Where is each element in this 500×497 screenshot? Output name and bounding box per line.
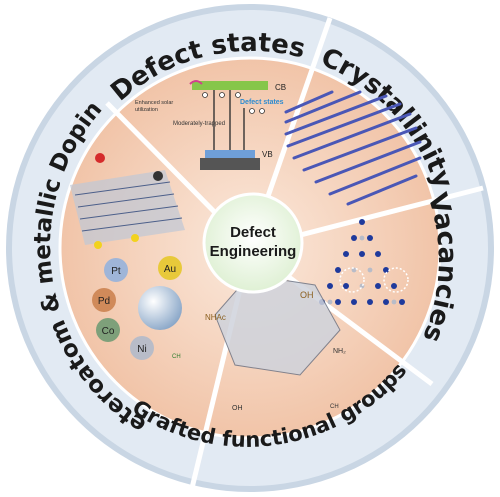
trapped-label: Moderately-trapped	[173, 121, 225, 127]
pt-label: Pt	[111, 266, 121, 277]
nanoparticle-cluster	[138, 286, 182, 330]
dopant-atom-dark	[153, 171, 163, 181]
cb-label: CB	[275, 83, 286, 92]
nh2-group: NH₂	[333, 348, 346, 355]
ni-label: Ni	[137, 344, 146, 355]
crystal-layers	[284, 90, 422, 206]
photon-arrow	[189, 80, 203, 85]
metal-atoms: Pt Au Pd Co Ni	[92, 256, 182, 360]
au-atom	[158, 256, 182, 280]
utilization-label: utilization	[135, 107, 158, 113]
vb-label: VB	[262, 150, 273, 159]
dopant-atom-red	[95, 153, 105, 163]
ch-group-2: CH	[330, 404, 339, 410]
co-atom	[96, 318, 120, 342]
center-title-line1: Defect	[230, 224, 276, 241]
au-label: Au	[164, 264, 176, 275]
valence-band	[205, 150, 255, 158]
defect-states-label: Defect states	[240, 99, 284, 106]
co-label: Co	[102, 326, 115, 337]
doped-sheet	[70, 153, 185, 249]
nhac-group: NHAc	[205, 313, 226, 322]
conduction-band	[192, 81, 268, 90]
wedge-rim	[58, 56, 442, 440]
ch-group-1: CH	[172, 354, 181, 360]
pt-atom	[104, 258, 128, 282]
vacancy-lattice	[319, 219, 409, 305]
pd-atom	[92, 288, 116, 312]
valence-band-base	[200, 158, 260, 170]
band-diagram: CB Defect states Enhanced solar utilizat…	[135, 80, 286, 170]
ni-atom	[130, 336, 154, 360]
cooh-group: OH	[232, 405, 243, 412]
enhanced-label: Enhanced solar	[135, 100, 173, 106]
graphene-sheet: NHAc OH NH₂ OH CH CH	[172, 274, 346, 412]
pd-label: Pd	[98, 296, 110, 307]
oh-group: OH	[300, 290, 314, 300]
center-circle	[202, 192, 304, 294]
center-title-line2: Engineering	[210, 243, 297, 260]
